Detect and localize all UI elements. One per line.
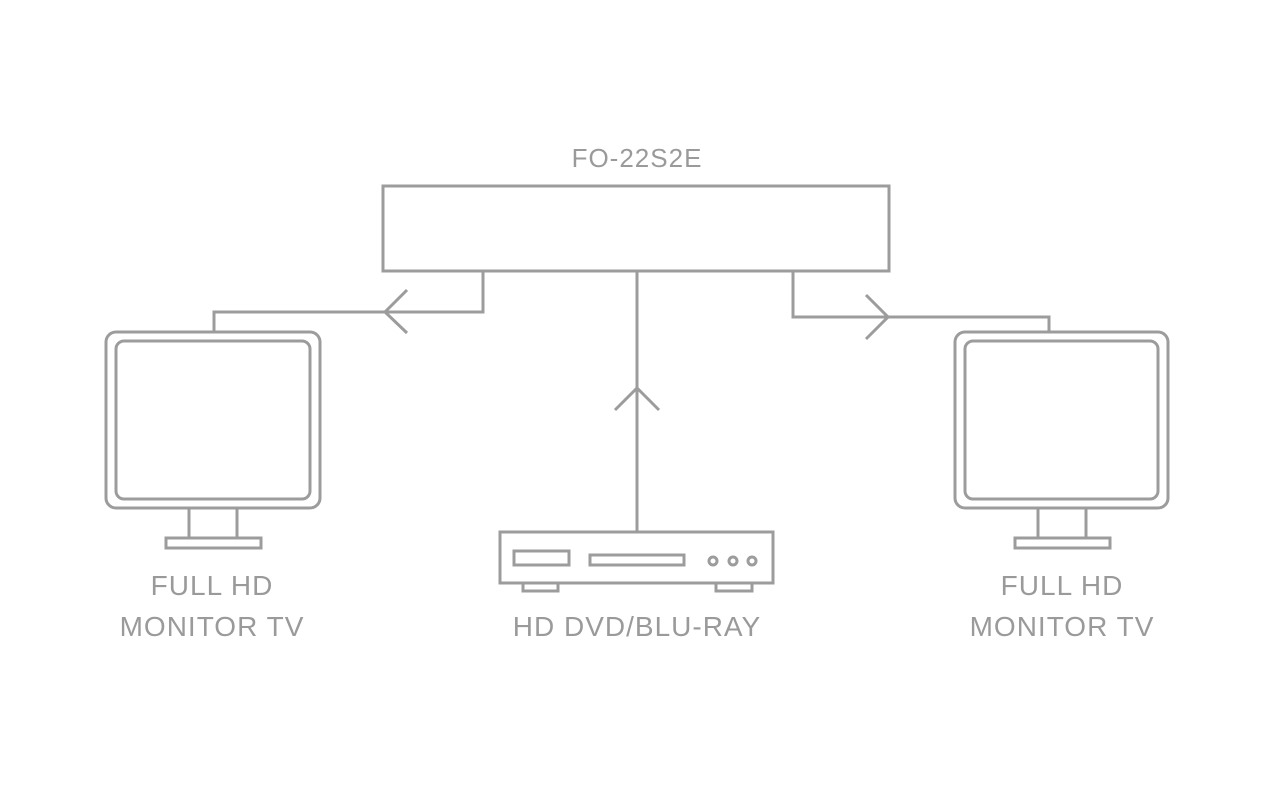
arrow-right-icon [864,293,891,341]
arrow-up-icon [613,385,661,412]
device-label: FO-22S2E [572,143,703,173]
right-display-line1: FULL HD [1001,570,1124,601]
right-display-line2: MONITOR TV [970,611,1155,642]
right-connection [791,271,1051,341]
splitter-box [381,184,891,273]
bluray-player-icon [498,530,775,593]
left-connection [212,271,485,335]
left-display-line2: MONITOR TV [120,611,305,642]
arrow-left-icon [382,288,409,335]
right-monitor-icon [953,330,1170,550]
source-label: HD DVD/BLU-RAY [513,611,761,642]
left-display-line1: FULL HD [151,570,274,601]
left-monitor-icon [104,330,322,550]
center-connection [613,271,661,532]
